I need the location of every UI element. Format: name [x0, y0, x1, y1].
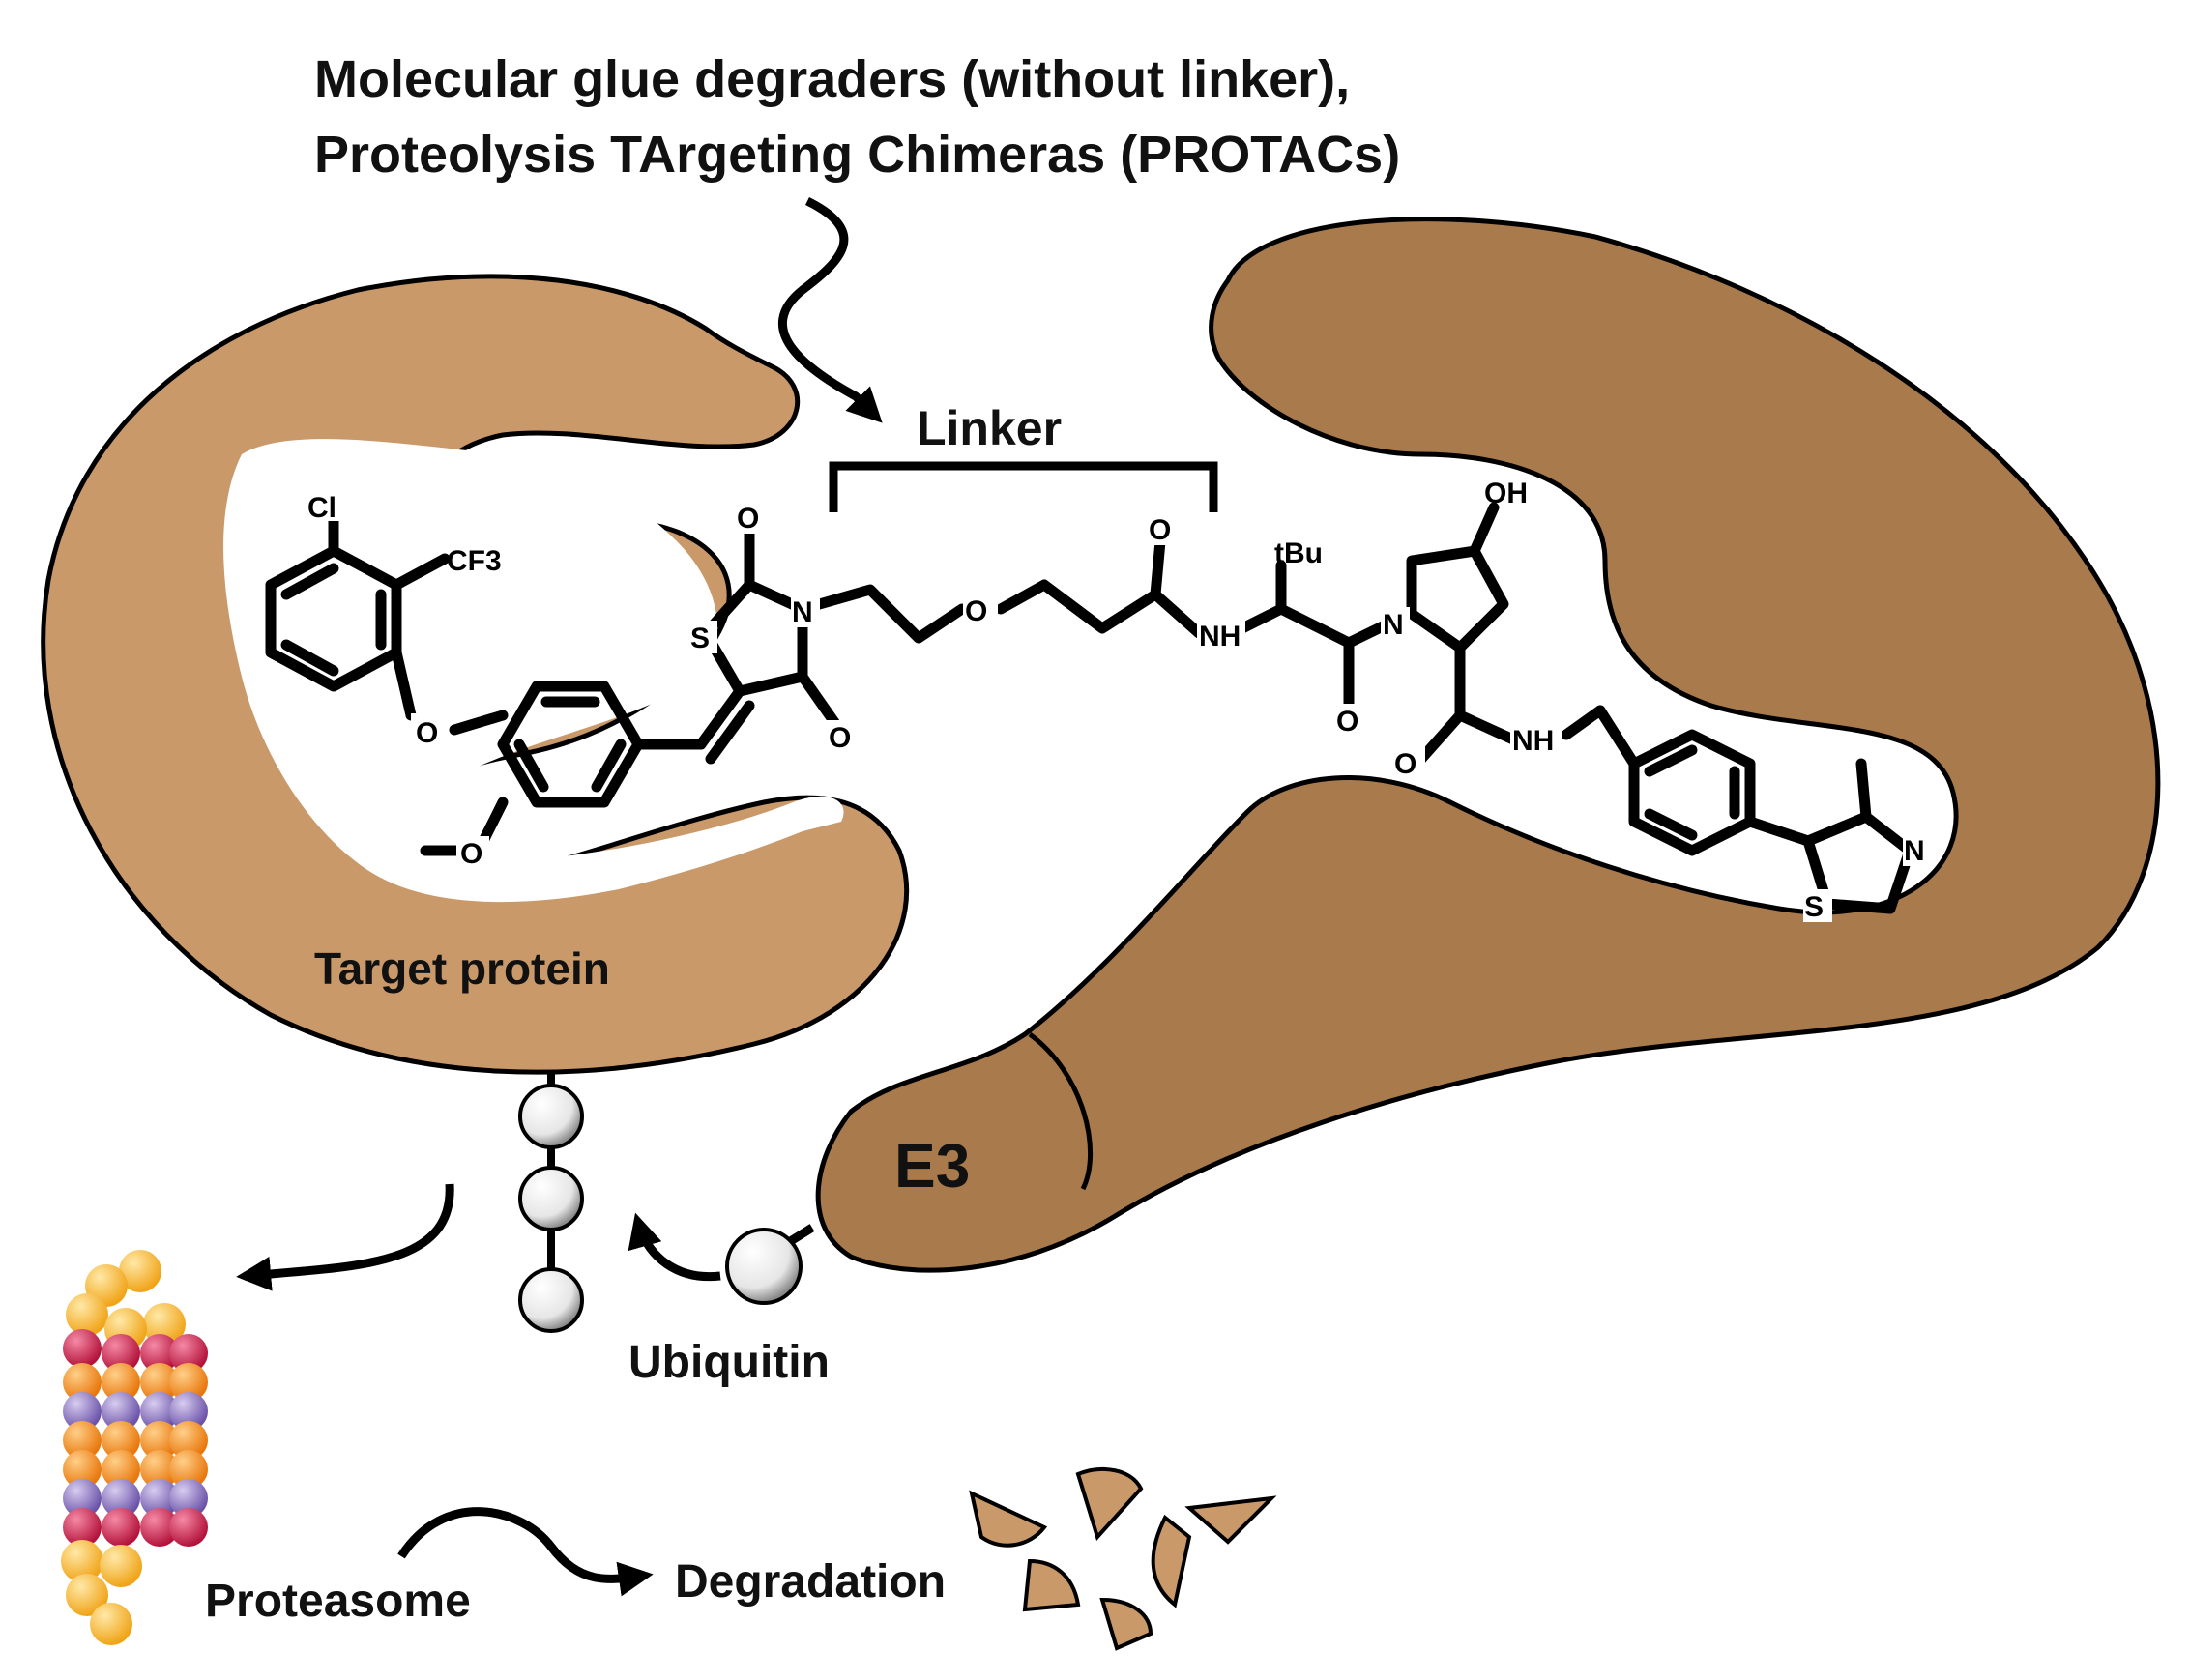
ubiquitin-bead-icon [518, 1267, 584, 1333]
curved-arrow-icon [397, 1507, 654, 1597]
fragment-icon [1075, 1467, 1144, 1541]
atom-o-carbonyl-bottom: O [829, 722, 851, 754]
label-degradation: Degradation [675, 1556, 946, 1608]
atom-cl: Cl [307, 492, 336, 524]
atom-cf3: CF3 [447, 545, 502, 577]
atom-s-ring: S [690, 623, 710, 654]
atom-o-amide-2: O [1336, 706, 1358, 738]
fragment-icon [1151, 1514, 1192, 1608]
fragment-icon [969, 1490, 1048, 1548]
target-protein-pocket [223, 439, 844, 903]
label-proteasome: Proteasome [205, 1576, 471, 1627]
e3-ligase-shape [815, 217, 2161, 1273]
atom-n-pyrrolidine: N [1383, 609, 1404, 641]
atom-tbu: tBu [1274, 537, 1323, 569]
label-ubiquitin: Ubiquitin [628, 1337, 830, 1388]
title-line-2: Proteolysis TArgeting Chimeras (PROTACs) [314, 126, 1400, 184]
atom-n-thiazole: N [1904, 835, 1925, 867]
proteasome-icon [61, 1250, 208, 1645]
fragment-icon [1022, 1558, 1081, 1612]
atom-nh-amide-1: NH [1199, 621, 1241, 652]
curved-arrow-icon [628, 1212, 721, 1282]
atom-o-amide-3: O [1394, 748, 1416, 780]
atom-o-amide-1: O [1149, 514, 1171, 546]
ubiquitin-chain [518, 1073, 584, 1333]
label-target-protein: Target protein [314, 943, 610, 994]
atom-o-ether: O [416, 717, 438, 749]
fragment-icon [1099, 1597, 1153, 1651]
atom-n-imide: N [792, 596, 813, 628]
squiggle-arrow-icon [777, 196, 883, 423]
label-e3: E3 [894, 1131, 970, 1201]
fragment-icon [1184, 1495, 1277, 1545]
atom-o-carbonyl-top: O [737, 503, 759, 535]
ubiquitin-bead-icon [725, 1228, 803, 1305]
title-line-1: Molecular glue degraders (without linker… [314, 50, 1350, 108]
curved-arrow-icon [236, 1183, 454, 1291]
ubiquitin-bead-icon [518, 1084, 584, 1149]
atom-o-methoxy: O [460, 838, 482, 870]
atom-s-thiazole: S [1804, 891, 1824, 923]
atom-labels: Cl CF3 O O S O O N O O NH tBu O N OH O N… [307, 478, 1932, 923]
atom-nh-amide-3: NH [1512, 725, 1554, 757]
atom-oh: OH [1484, 478, 1528, 509]
linker-bracket [829, 461, 1218, 512]
atom-o-linker: O [965, 595, 987, 627]
ubiquitin-bead-icon [518, 1166, 584, 1231]
label-linker: Linker [917, 401, 1062, 455]
degradation-fragments [969, 1467, 1277, 1651]
e3-tail-divider [1028, 1031, 1093, 1191]
